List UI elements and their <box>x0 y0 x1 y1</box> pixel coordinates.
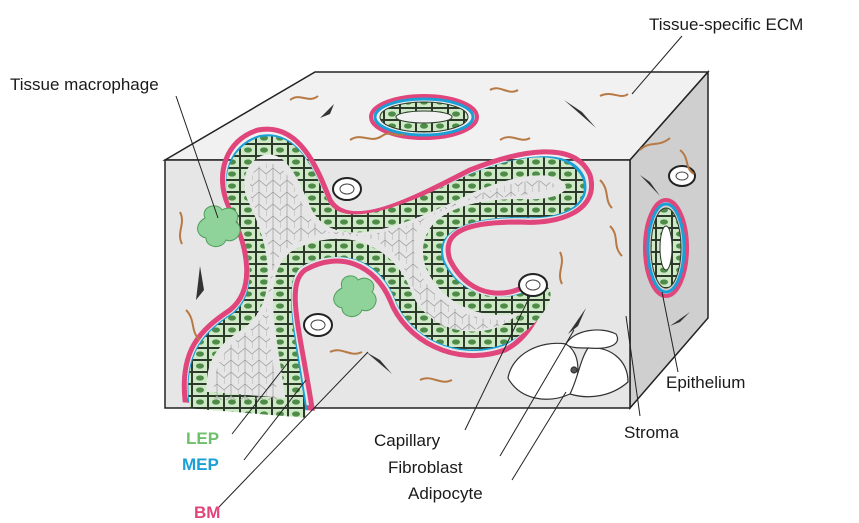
label-adipocyte: Adipocyte <box>408 484 483 503</box>
label-stroma: Stroma <box>624 423 679 442</box>
capillary-3 <box>519 274 547 296</box>
label-mep: MEP <box>182 455 219 474</box>
capillary-1 <box>333 178 361 200</box>
duct-cross-section-side <box>645 200 687 296</box>
duct-cross-section-top <box>371 96 477 138</box>
label-fibroblast: Fibroblast <box>388 458 463 477</box>
label-bm: BM <box>194 503 220 522</box>
label-tissue-specific-ecm: Tissue-specific ECM <box>649 15 803 34</box>
label-epithelium: Epithelium <box>666 373 745 392</box>
adipocyte-nucleus <box>571 367 577 373</box>
label-lep: LEP <box>186 429 219 448</box>
label-tissue-macrophage: Tissue macrophage <box>10 75 159 94</box>
capillary-4 <box>669 166 695 186</box>
label-capillary: Capillary <box>374 431 441 450</box>
capillary-2 <box>304 314 332 336</box>
